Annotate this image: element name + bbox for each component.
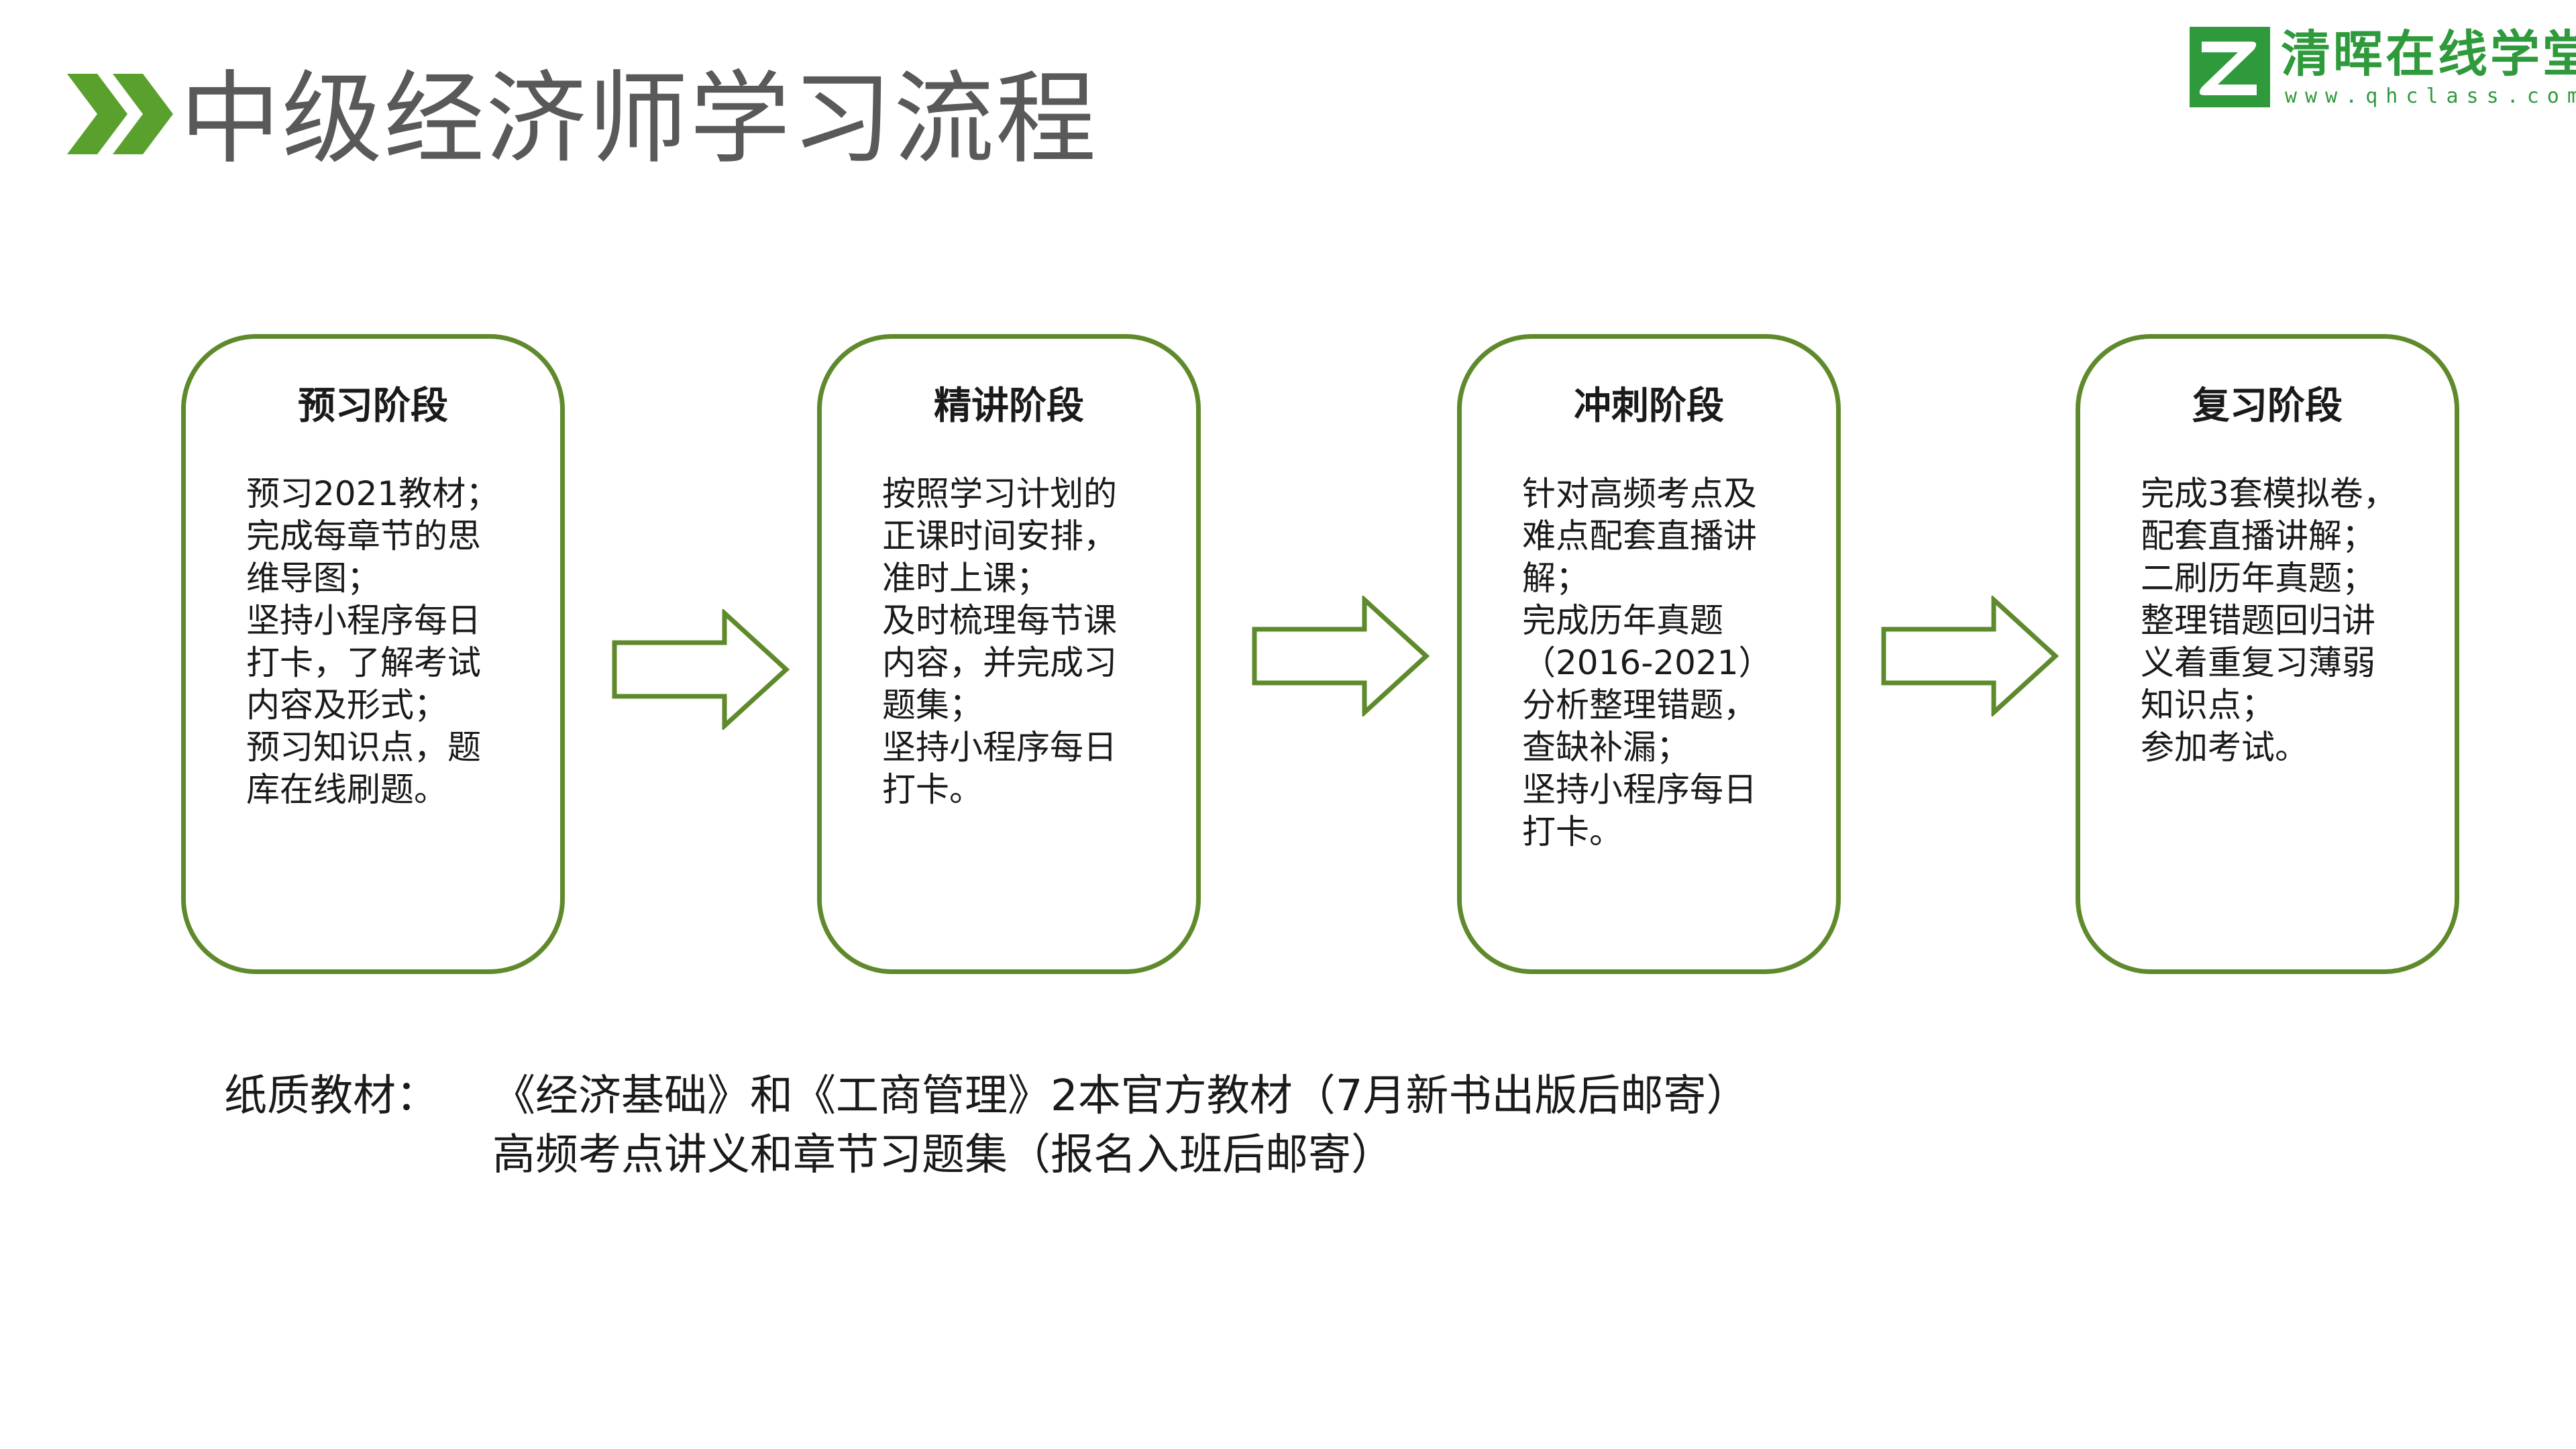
- stage-line: 准时上课；: [882, 559, 1050, 598]
- flow-arrow-icon: [1252, 596, 1430, 716]
- stage-card-review: 复习阶段 完成3套模拟卷， 配套直播讲解； 二刷历年真题； 整理错题回归讲 义着…: [2076, 334, 2459, 974]
- stage-line: 参加考试。: [2141, 728, 2308, 767]
- flow-arrow-icon: [1881, 596, 2059, 716]
- stage-line: 打卡，了解考试: [246, 643, 481, 682]
- stage-line: 及时梳理每节课: [882, 601, 1117, 640]
- stage-title: 精讲阶段: [934, 384, 1084, 428]
- stage-line: 内容，并完成习: [882, 643, 1117, 682]
- stage-line: 查缺补漏；: [1522, 728, 1690, 767]
- materials-label: 纸质教材：: [224, 1071, 439, 1121]
- stage-title: 冲刺阶段: [1574, 384, 1724, 428]
- stage-line: 打卡。: [1522, 812, 1623, 851]
- stage-line: 预习2021教材；: [246, 474, 500, 513]
- brand-logo: 清晖在线学堂 www.qhclass.com: [2190, 25, 2576, 114]
- title-chevron-icon: [67, 74, 173, 154]
- stage-description: 预习2021教材； 完成每章节的思 维导图； 坚持小程序每日 打卡，了解考试 内…: [246, 473, 520, 811]
- materials-textbooks: 《经济基础》和《工商管理》2本官方教材（7月新书出版后邮寄）: [492, 1071, 1750, 1121]
- materials-note: 纸质教材： 《经济基础》和《工商管理》2本官方教材（7月新书出版后邮寄） 高频考点…: [224, 1067, 1749, 1185]
- stage-card-lecture: 精讲阶段 按照学习计划的 正课时间安排， 准时上课； 及时梳理每节课 内容，并完…: [817, 334, 1201, 974]
- stage-line: 按照学习计划的: [882, 474, 1117, 513]
- stage-line: 预习知识点，题: [246, 728, 481, 767]
- materials-handouts: 高频考点讲义和章节习题集（报名入班后邮寄）: [492, 1130, 1394, 1180]
- stage-line: 二刷历年真题；: [2141, 559, 2375, 598]
- stage-line: 分析整理错题，: [1522, 686, 1757, 724]
- stage-line: 坚持小程序每日: [882, 728, 1117, 767]
- stage-line: 维导图；: [246, 559, 380, 598]
- materials-line-1: 纸质教材： 《经济基础》和《工商管理》2本官方教材（7月新书出版后邮寄）: [224, 1067, 1749, 1126]
- logo-url: www.qhclass.com: [2285, 85, 2576, 108]
- stage-line: 坚持小程序每日: [246, 601, 481, 640]
- stage-description: 完成3套模拟卷， 配套直播讲解； 二刷历年真题； 整理错题回归讲 义着重复习薄弱…: [2141, 473, 2414, 769]
- stage-line: 完成历年真题: [1522, 601, 1723, 640]
- stage-description: 按照学习计划的 正课时间安排， 准时上课； 及时梳理每节课 内容，并完成习 题集…: [882, 473, 1156, 811]
- stage-line: 配套直播讲解；: [2141, 517, 2375, 555]
- logo-mark-icon: [2190, 27, 2270, 107]
- flow-arrow-icon: [612, 609, 790, 730]
- stage-title: 预习阶段: [298, 384, 448, 428]
- stage-line: 内容及形式；: [246, 686, 447, 724]
- stage-line: 知识点；: [2141, 686, 2275, 724]
- stage-line: 义着重复习薄弱: [2141, 643, 2375, 682]
- stage-line: 打卡。: [882, 770, 983, 809]
- stage-line: 难点配套直播讲: [1522, 517, 1757, 555]
- stage-line: 库在线刷题。: [246, 770, 447, 809]
- logo-name: 清晖在线学堂: [2281, 25, 2576, 83]
- stage-line: 正课时间安排，: [882, 517, 1117, 555]
- stage-line: 解；: [1522, 559, 1589, 598]
- stage-card-sprint: 冲刺阶段 针对高频考点及 难点配套直播讲 解； 完成历年真题 （2016-202…: [1457, 334, 1841, 974]
- stage-line: 完成每章节的思: [246, 517, 481, 555]
- stage-description: 针对高频考点及 难点配套直播讲 解； 完成历年真题 （2016-2021） 分析…: [1522, 473, 1796, 853]
- stage-line: 针对高频考点及: [1522, 474, 1757, 513]
- stage-card-preview: 预习阶段 预习2021教材； 完成每章节的思 维导图； 坚持小程序每日 打卡，了…: [181, 334, 565, 974]
- stage-line: （2016-2021）: [1522, 643, 1772, 682]
- stage-line: 坚持小程序每日: [1522, 770, 1757, 809]
- stage-title: 复习阶段: [2192, 384, 2343, 428]
- page-title: 中级经济师学习流程: [180, 61, 1098, 178]
- stage-line: 完成3套模拟卷，: [2141, 474, 2397, 513]
- stage-line: 整理错题回归讲: [2141, 601, 2375, 640]
- stage-line: 题集；: [882, 686, 983, 724]
